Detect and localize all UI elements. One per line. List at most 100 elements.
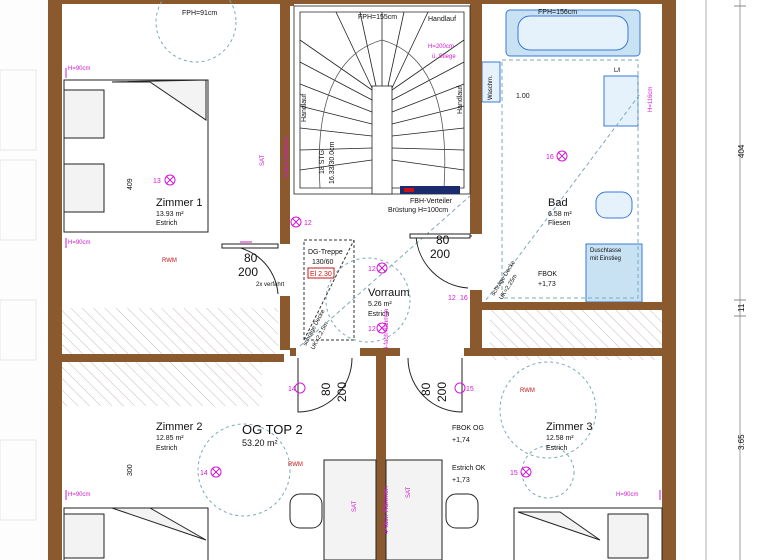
room-vorraum-name: Vorraum [368,287,410,299]
hatch-band-zimmer1 [62,308,278,354]
h90-tag-1: H=90cm [68,66,91,72]
light-circles [155,0,597,517]
room-zimmer2-name: Zimmer 2 [156,421,202,433]
fph-stair: FPH=155cm [358,14,397,21]
val-100: 1.00 [516,93,530,100]
fbh-distributor [400,186,460,194]
h200-tag: H=200cm [428,44,454,50]
marker-12c: 12 [368,326,376,333]
sat-tag: SAT [260,154,266,166]
door-zimmer2-w: 80 [319,382,333,396]
stair-handlauf-top: Handlauf [428,16,456,23]
attic-stair-opening [303,239,355,341]
door-bad-h: 200 [430,247,450,261]
bed-zimmer3 [513,507,663,560]
marker-15a: 15 [466,386,474,393]
hatch-band-zimmer2 [62,362,262,406]
dg-treppe-label: DG-Treppe [308,249,343,256]
room-zimmer1-floor: Estrich [156,220,178,227]
dimension-chain-right: 404 11 3.65 [705,0,746,560]
ueber-stiege-tag: ü. Stiege [432,54,456,60]
dim-300: 300 [127,464,134,476]
dim-404: 404 [737,144,746,158]
rwm-tag-3: RWM [520,388,535,394]
rahmen-tag-2: 4-fach Rahmen [384,309,390,350]
dusche-label2: mit Einstieg [590,256,621,262]
door-zimmer1-w: 80 [244,251,258,265]
stair-handlauf-left: Handlauf [301,94,308,122]
wasch-label: Waschm. [488,75,494,100]
fbok-og-val: +1,74 [452,437,470,444]
dim-365: 3.65 [737,434,746,450]
room-bad-area: 6.58 m² [548,211,572,218]
electrical-symbols [65,68,661,500]
desk-sat-right: SAT [406,486,412,498]
marker-14b: 14 [200,470,208,477]
marker-12a: 12 [304,220,312,227]
toilet [595,191,633,219]
estrich-ok: Estrich OK [452,465,486,472]
bed-zimmer1 [63,79,209,233]
dg-treppe-size: 130/60 [312,259,334,266]
marker-16a: 16 [546,154,554,161]
room-vorraum-floor: Estrich [368,311,390,318]
shower-tray [585,243,643,303]
unit-area: 53.20 m² [242,438,278,448]
room-labels: Zimmer 1 13.93 m² Estrich Zimmer 2 12.85… [156,197,592,452]
fbok-bad-val: +1,73 [538,281,556,288]
desk-sat-left: SAT [352,500,358,512]
marker-16b: 16 [460,295,468,302]
marker-15b: 15 [510,470,518,477]
bruestung-label: Brüstung H=100cm [388,207,448,214]
fph-bad: FPH=156cm [538,9,577,16]
marker-14a: 14 [288,386,296,393]
dim-409: 409 [127,178,134,190]
fbok-og: FBOK OG [452,425,484,432]
fbh-verteiler-label: FBH-Verteiler [410,198,453,205]
h90-tag-3: H=90cm [68,492,91,498]
eg-ref: El 2.30 [310,271,332,278]
h90-tag-2: H=90cm [68,240,91,246]
unit-label: OG TOP 2 [242,422,303,437]
fph-zimmer1: FPH=91cm [182,10,217,17]
fbok-bad: FBOK [538,271,557,278]
room-zimmer2-floor: Estrich [156,445,178,452]
zweifach-label: 2x verfahrt [256,282,285,288]
stair-step-size: 16.33/30.0cm [329,141,336,184]
room-zimmer3-floor: Estrich [546,445,568,452]
lh-label: L/l [614,68,620,74]
door-bad-w: 80 [436,233,450,247]
room-zimmer1-area: 13.93 m² [156,211,184,218]
h90-tag-4: H=90cm [616,492,639,498]
rahmen-tag-1: 4-fach Rahmen [284,137,290,178]
door-swings [221,233,472,413]
dim-11: 11 [737,303,746,312]
room-bad-name: Bad [548,197,568,209]
room-bad-floor: Fliesen [548,220,571,227]
marker-13: 13 [153,178,161,185]
dusche-label: Duschtasse [590,248,622,254]
h-bad-tag: H=116cm [648,87,654,112]
room-zimmer2-area: 12.85 m² [156,435,184,442]
marker-12d: 12 [448,295,456,302]
rwm-tag-1: RWM [162,258,177,264]
stair-steps: 18 STG [319,150,326,174]
room-vorraum-area: 5.26 m² [368,301,392,308]
staircase [293,5,471,195]
room-zimmer1-name: Zimmer 1 [156,197,202,209]
bed-zimmer2 [63,507,209,560]
room-zimmer3-area: 12.58 m² [546,435,574,442]
rwm-tag-2: RWM [288,462,303,468]
estrich-ok-val: +1,73 [452,477,470,484]
desk-rahmen-label: 4-fach Rahmen [383,486,390,534]
stair-handlauf-right: Handlauf [457,86,464,114]
door-zimmer3-w: 80 [419,382,433,396]
door-zimmer3-h: 200 [435,382,449,402]
neighbour-plan [0,0,48,560]
door-zimmer1-h: 200 [238,265,258,279]
room-zimmer3-name: Zimmer 3 [546,421,592,433]
marker-12b: 12 [368,266,376,273]
desks [289,459,479,560]
door-zimmer2-h: 200 [335,382,349,402]
